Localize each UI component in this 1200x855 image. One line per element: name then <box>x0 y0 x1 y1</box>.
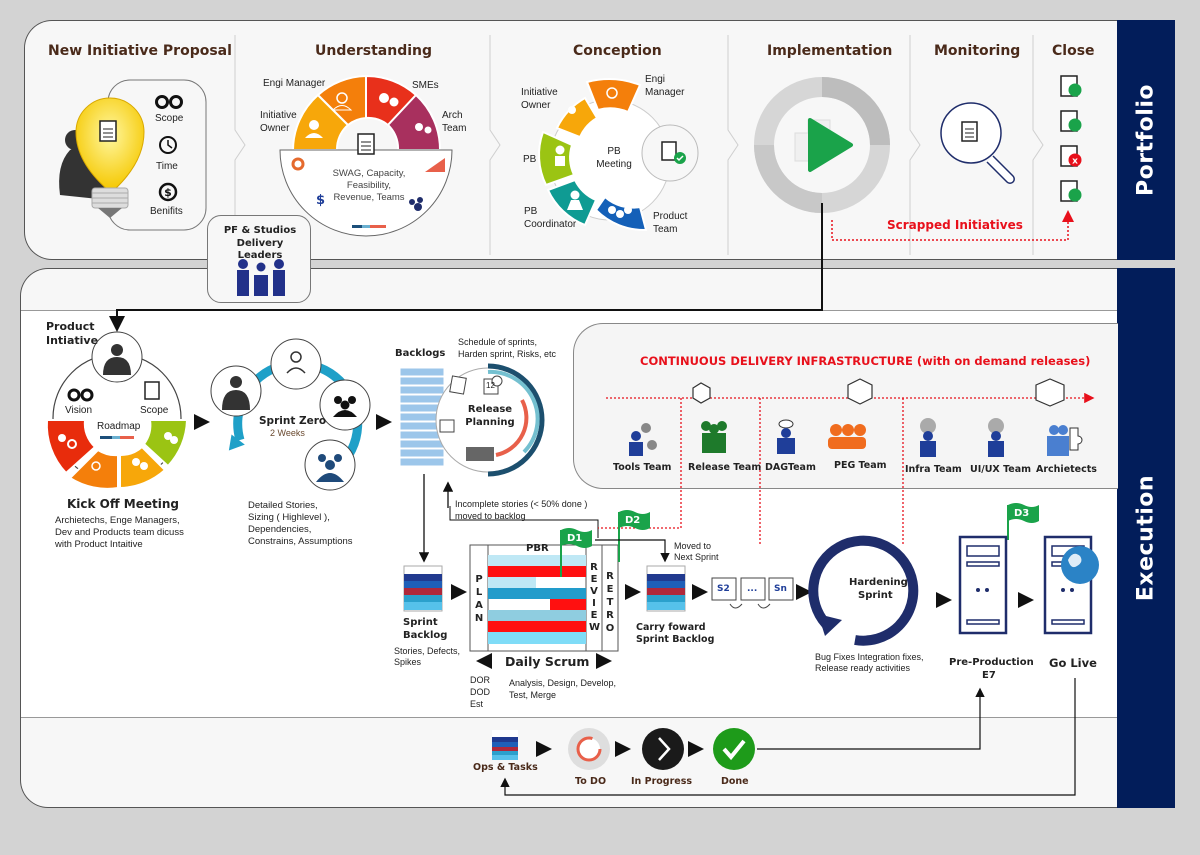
cdi-team-infra: Infra Team <box>905 464 962 475</box>
sprint-zero-title: Sprint Zero <box>259 415 327 427</box>
pre-production-env: E7 <box>982 670 996 681</box>
cdi-team-release: Release Team <box>688 462 762 473</box>
todo-label: To DO <box>575 776 607 787</box>
delivery-leaders-label: PF & Studios Delivery Leaders <box>223 225 297 261</box>
understanding-details: SWAG, Capacity, Feasibility, Revenue, Te… <box>332 168 406 203</box>
release-planning-label: Release Planning <box>465 404 515 428</box>
sprint-backlog-title: Sprint Backlog <box>403 617 448 641</box>
kickoff-scope: Scope <box>140 405 169 416</box>
cdi-team-architects: Archietects <box>1036 464 1097 475</box>
meeting-icon <box>237 259 285 296</box>
cdi-team-peg: PEG Team <box>834 460 887 471</box>
understanding-role-initiative-owner: Initiative Owner <box>260 110 297 134</box>
carry-forward-2: Sprint Backlog <box>636 634 715 645</box>
board-activities-2: Test, Merge <box>509 690 557 700</box>
board-note-est: Est <box>470 699 484 709</box>
hardening-title-1: Hardening <box>849 577 908 588</box>
carry-forward-1: Carry foward <box>636 622 706 633</box>
incomplete-note-1: Incomplete stories (< 50% done ) <box>455 499 588 509</box>
board-review: REVIEW <box>589 562 601 633</box>
sprint-zero-desc-4: Constrains, Assumptions <box>248 536 353 547</box>
stage-title-proposal: New Initiative Proposal <box>48 43 232 59</box>
moved-next-1: Moved to <box>674 541 712 551</box>
sprint-zero-desc-2: Sizing ( Highlevel ), <box>248 512 330 523</box>
ops-tasks-label: Ops & Tasks <box>473 762 538 773</box>
chain-sn: Sn <box>774 584 787 594</box>
schedule-note-2: Harden sprint, Risks, etc <box>458 349 557 359</box>
cdi-team-tools: Tools Team <box>613 462 672 473</box>
portfolio-label: Portfolio <box>1133 84 1159 196</box>
incomplete-note-2: moved to backlog <box>455 511 526 521</box>
stage-title-conception: Conception <box>573 43 662 59</box>
calendar-day: 12 <box>486 381 495 390</box>
conception-role-product-team: Product Team <box>653 211 688 235</box>
sprint-zero-duration: 2 Weeks <box>270 428 305 438</box>
hardening-desc-1: Bug Fixes Integration fixes, <box>815 652 924 662</box>
proposal-item-scope: Scope <box>155 113 184 124</box>
product-initiative-label: Product Intiative <box>46 320 99 347</box>
conception-center: PB Meeting <box>596 146 632 170</box>
board-note-dod: DOD <box>470 687 490 697</box>
sprint-zero-desc-1: Detailed Stories, <box>248 500 318 511</box>
board-note-dor: DOR <box>470 675 490 685</box>
kickoff-roadmap: Roadmap <box>97 421 141 432</box>
chain-ellipsis: ... <box>747 584 758 594</box>
kickoff-desc-2: Dev and Products team dicuss <box>55 527 184 538</box>
in-progress-label: In Progress <box>631 776 693 787</box>
backlogs-title: Backlogs <box>395 348 446 359</box>
delivery-leaders-card: PF & Studios Delivery Leaders <box>207 215 311 303</box>
understanding-role-engi-manager: Engi Manager <box>263 78 326 89</box>
conception-role-engi-manager: Engi Manager <box>645 74 685 98</box>
scrapped-initiatives-label: Scrapped Initiatives <box>887 218 1023 232</box>
pre-production-label: Pre-Production <box>949 657 1034 668</box>
sprint-backlog-desc-1: Stories, Defects, <box>394 646 461 656</box>
sprint-backlog-desc-2: Spikes <box>394 657 422 667</box>
cdi-team-uiux: UI/UX Team <box>970 464 1032 475</box>
conception-role-pb: PB <box>523 154 537 165</box>
conception-role-pb-coordinator: PB Coordinator <box>524 206 577 230</box>
kickoff-desc-1: Archietechs, Enge Managers, <box>55 515 180 526</box>
go-live-label: Go Live <box>1049 656 1097 670</box>
execution-label: Execution <box>1133 474 1159 602</box>
sprint-zero-desc-3: Dependencies, <box>248 524 312 535</box>
schedule-note-1: Schedule of sprints, <box>458 337 538 347</box>
kickoff-title: Kick Off Meeting <box>67 497 179 511</box>
stage-title-implementation: Implementation <box>767 43 893 59</box>
board-pbr: PBR <box>526 543 549 554</box>
kickoff-desc-3: with Product Intaitive <box>55 539 143 550</box>
board-retro: RETRO <box>605 571 615 634</box>
flag-d2: D2 <box>625 515 641 526</box>
cdi-team-dag: DAGTeam <box>765 462 816 473</box>
flag-d1: D1 <box>567 533 583 544</box>
execution-band: Execution <box>1117 268 1175 808</box>
stage-title-understanding: Understanding <box>315 43 433 59</box>
stage-title-monitoring: Monitoring <box>934 43 1021 59</box>
stage-title-close: Close <box>1052 43 1095 59</box>
board-activities-1: Analysis, Design, Develop, <box>509 678 617 688</box>
moved-next-2: Next Sprint <box>674 552 719 562</box>
portfolio-band: Portfolio <box>1117 20 1175 260</box>
hardening-title-2: Sprint <box>858 590 893 601</box>
understanding-role-arch-team: Arch Team <box>442 110 467 134</box>
flag-d3: D3 <box>1014 508 1030 519</box>
hardening-desc-2: Release ready activities <box>815 663 911 673</box>
understanding-role-smes: SMEs <box>412 80 439 91</box>
board-plan: PLAN <box>474 574 484 624</box>
chain-s2: S2 <box>717 584 730 594</box>
kickoff-vision: Vision <box>65 405 93 416</box>
done-label: Done <box>721 776 749 787</box>
cdi-title: CONTINUOUS DELIVERY INFRASTRUCTURE (with… <box>640 354 1091 368</box>
daily-scrum-label: Daily Scrum <box>505 654 590 669</box>
proposal-item-benefits: Benifits <box>150 206 183 217</box>
conception-role-initiative-owner: Initiative Owner <box>521 87 558 111</box>
proposal-item-time: Time <box>156 161 178 172</box>
